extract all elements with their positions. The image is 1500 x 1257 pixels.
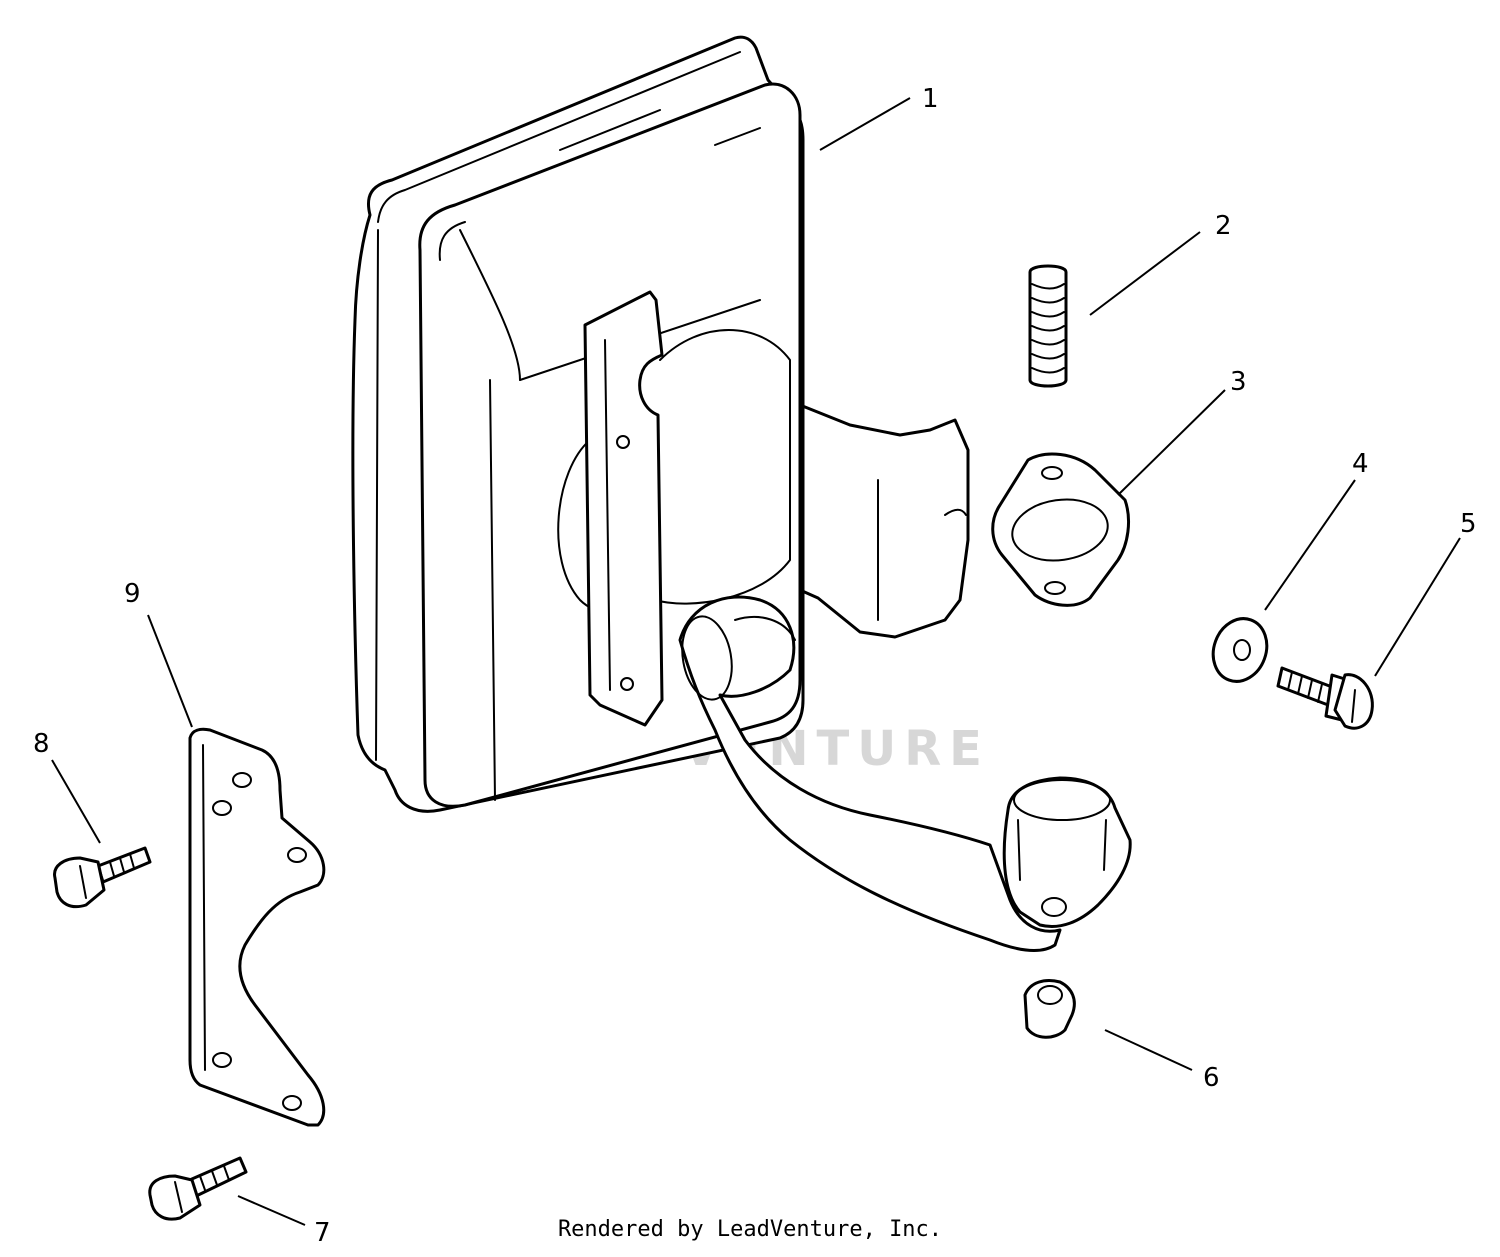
- leader-line-2: [1089, 231, 1201, 316]
- credit-line: Rendered by LeadVenture, Inc.: [557, 1217, 943, 1242]
- gasket: [991, 452, 1131, 607]
- bolt-8: [53, 846, 152, 909]
- bolt-5: [1276, 666, 1374, 730]
- leader-line-1: [819, 97, 911, 151]
- callout-4: 4: [1352, 449, 1369, 479]
- leader-lines: [51, 97, 1461, 1226]
- muffler: [351, 35, 1132, 952]
- callout-1: 1: [922, 84, 939, 114]
- leader-line-7: [237, 1195, 306, 1226]
- nut: [1023, 979, 1076, 1039]
- callout-6: 6: [1203, 1063, 1220, 1093]
- callout-8: 8: [33, 729, 50, 759]
- leader-line-5: [1374, 537, 1461, 677]
- bolt-7: [148, 1156, 248, 1221]
- washer: [1211, 617, 1269, 683]
- callouts: 1 2 3 4 5 6 7 8 9: [33, 84, 1477, 1248]
- leader-line-3: [1117, 389, 1226, 496]
- callout-9: 9: [124, 579, 141, 609]
- mounting-bracket: [188, 727, 326, 1127]
- callout-7: 7: [314, 1218, 331, 1248]
- leader-line-6: [1104, 1029, 1193, 1071]
- callout-5: 5: [1460, 509, 1477, 539]
- callout-3: 3: [1230, 367, 1247, 397]
- leader-line-4: [1264, 479, 1356, 611]
- callout-2: 2: [1215, 211, 1232, 241]
- leader-line-9: [147, 614, 193, 728]
- leader-line-8: [51, 759, 101, 844]
- stud: [1028, 264, 1068, 388]
